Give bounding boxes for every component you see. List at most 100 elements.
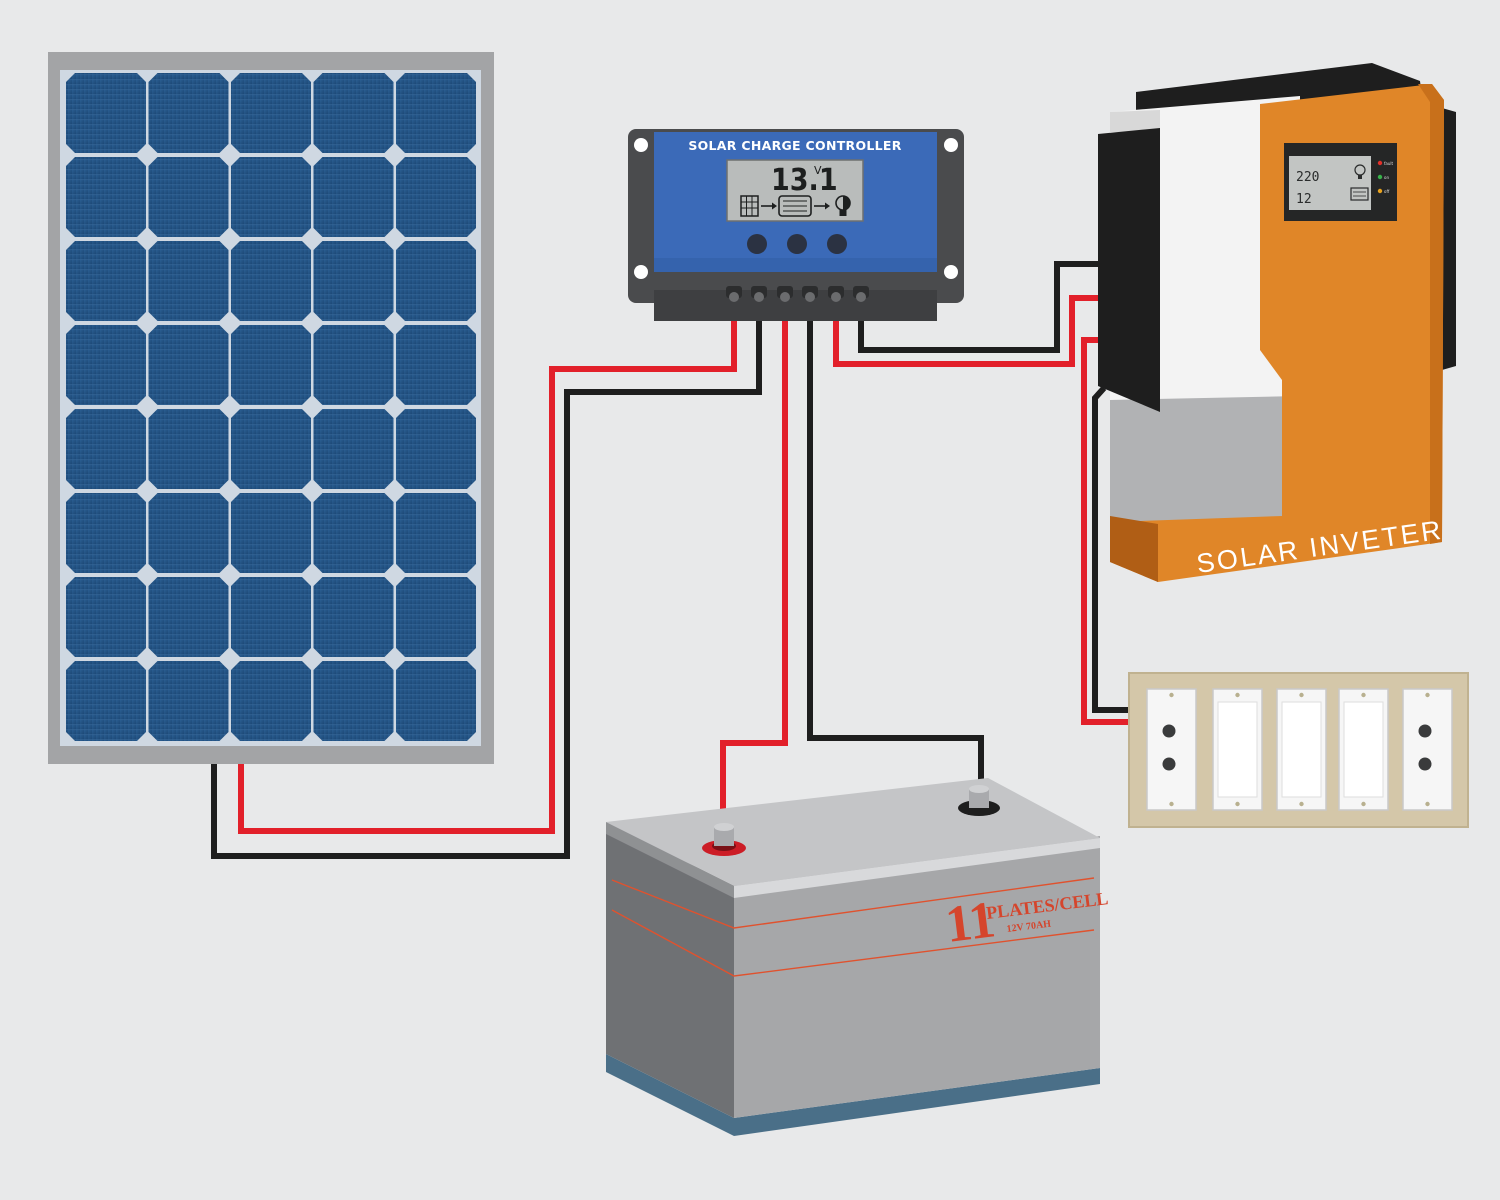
solar-cell: [231, 577, 311, 657]
controller-title: SOLAR CHARGE CONTROLLER: [688, 138, 901, 153]
solar-inverter: 220 12 fault on off SOLAR INVETER: [1098, 63, 1456, 582]
led-on-label: on: [1384, 175, 1389, 180]
solar-cell: [313, 157, 394, 237]
battery-stripe-2: [611, 909, 1095, 977]
plate-screw: [1299, 692, 1304, 698]
led-off-label: off: [1384, 189, 1389, 194]
socket-hole: [1162, 757, 1176, 771]
terminal-screw: [805, 292, 815, 302]
solar-cell: [148, 493, 229, 573]
controller-button-2[interactable]: [787, 234, 807, 254]
inverter-battery-voltage: 12: [1296, 192, 1312, 207]
solar-cell: [396, 157, 476, 237]
battery-positive-terminal: [702, 823, 746, 856]
mount-hole-top-left: [634, 138, 648, 152]
solar-cell: [231, 325, 311, 405]
solar-cell: [313, 241, 394, 321]
controller-voltage-unit: V: [814, 164, 822, 177]
wiring: [211, 261, 1140, 859]
solar-cell: [396, 661, 476, 741]
solar-cell: [313, 577, 394, 657]
plate-screw: [1299, 801, 1304, 807]
battery-stripe-1: [611, 877, 1095, 929]
plate-screw: [1425, 692, 1430, 698]
wire-panel-negative: [211, 297, 762, 859]
arrow-right-icon: [814, 202, 830, 210]
battery-negative-terminal: [958, 785, 1000, 816]
mount-hole-bottom-left: [634, 265, 648, 279]
power-socket[interactable]: [1146, 688, 1197, 811]
solar-cell: [66, 661, 146, 741]
solar-cell: [231, 661, 311, 741]
solar-cell: [148, 157, 229, 237]
socket-hole: [1418, 757, 1432, 771]
switch-rocker[interactable]: [1343, 701, 1384, 798]
battery-rating: 12V 70AH: [1006, 919, 1052, 935]
battery-left-side: [606, 826, 734, 1118]
solar-cell: [148, 661, 229, 741]
plate-screw: [1235, 692, 1240, 698]
solar-panel-icon: [740, 195, 759, 217]
battery-icon: [1350, 187, 1369, 201]
inverter-output-voltage: 220: [1296, 170, 1319, 185]
solar-cell: [313, 73, 394, 153]
solar-cell: [66, 409, 146, 489]
solar-cell: [148, 409, 229, 489]
solar-cell: [231, 73, 311, 153]
plate-screw: [1361, 801, 1366, 807]
controller-button-3[interactable]: [827, 234, 847, 254]
terminal-screw: [754, 292, 764, 302]
inverter-right-edge: [1442, 108, 1456, 370]
inverter-display: [1289, 156, 1371, 210]
solar-cell: [231, 241, 311, 321]
wire-outlet-positive: [1081, 337, 1140, 725]
switch-rocker[interactable]: [1217, 701, 1258, 798]
wire-panel-positive: [238, 297, 737, 834]
plate-screw: [1425, 801, 1430, 807]
mount-hole-bottom-right: [944, 265, 958, 279]
inverter-grey-lower: [1110, 396, 1300, 524]
solar-cell: [313, 493, 394, 573]
controller-button-1[interactable]: [747, 234, 767, 254]
battery-front: [734, 836, 1100, 1118]
terminal-screw: [831, 292, 841, 302]
wire-inverter-positive: [833, 295, 1102, 367]
solar-cell: [66, 493, 146, 573]
solar-cell: [396, 241, 476, 321]
solar-cell: [66, 73, 146, 153]
solar-panel: [48, 52, 494, 764]
solar-cell: [396, 493, 476, 573]
led-off: [1377, 188, 1383, 194]
plate-screw: [1169, 692, 1174, 698]
plate-screw: [1235, 801, 1240, 807]
solar-cell: [396, 409, 476, 489]
power-socket[interactable]: [1402, 688, 1453, 811]
solar-cell: [313, 661, 394, 741]
controller-bottom-block: [654, 290, 937, 321]
solar-cell: [396, 325, 476, 405]
solar-cell: [148, 577, 229, 657]
wire-inverter-negative: [858, 261, 1102, 353]
lightbulb-icon: [835, 195, 851, 216]
plate-screw: [1169, 801, 1174, 807]
battery-plates-number: 11: [943, 891, 999, 954]
solar-cell: [313, 325, 394, 405]
solar-cell: [313, 409, 394, 489]
terminal-screw: [780, 292, 790, 302]
solar-cell: [148, 73, 229, 153]
outlet-modules: [1146, 688, 1453, 811]
solar-cell: [66, 157, 146, 237]
solar-cell: [148, 325, 229, 405]
solar-cell: [231, 157, 311, 237]
wire-battery-negative: [807, 297, 984, 800]
led-fault: [1377, 160, 1383, 166]
solar-cell: [396, 73, 476, 153]
battery: 11 PLATES/CELL 12V 70AH: [606, 778, 1109, 1136]
solar-cell: [66, 325, 146, 405]
switch-rocker[interactable]: [1281, 701, 1322, 798]
wall-outlet-panel: [1128, 672, 1469, 828]
plate-screw: [1361, 692, 1366, 698]
charge-controller: SOLAR CHARGE CONTROLLER 13.1 V: [628, 129, 964, 321]
terminal-screw: [856, 292, 866, 302]
